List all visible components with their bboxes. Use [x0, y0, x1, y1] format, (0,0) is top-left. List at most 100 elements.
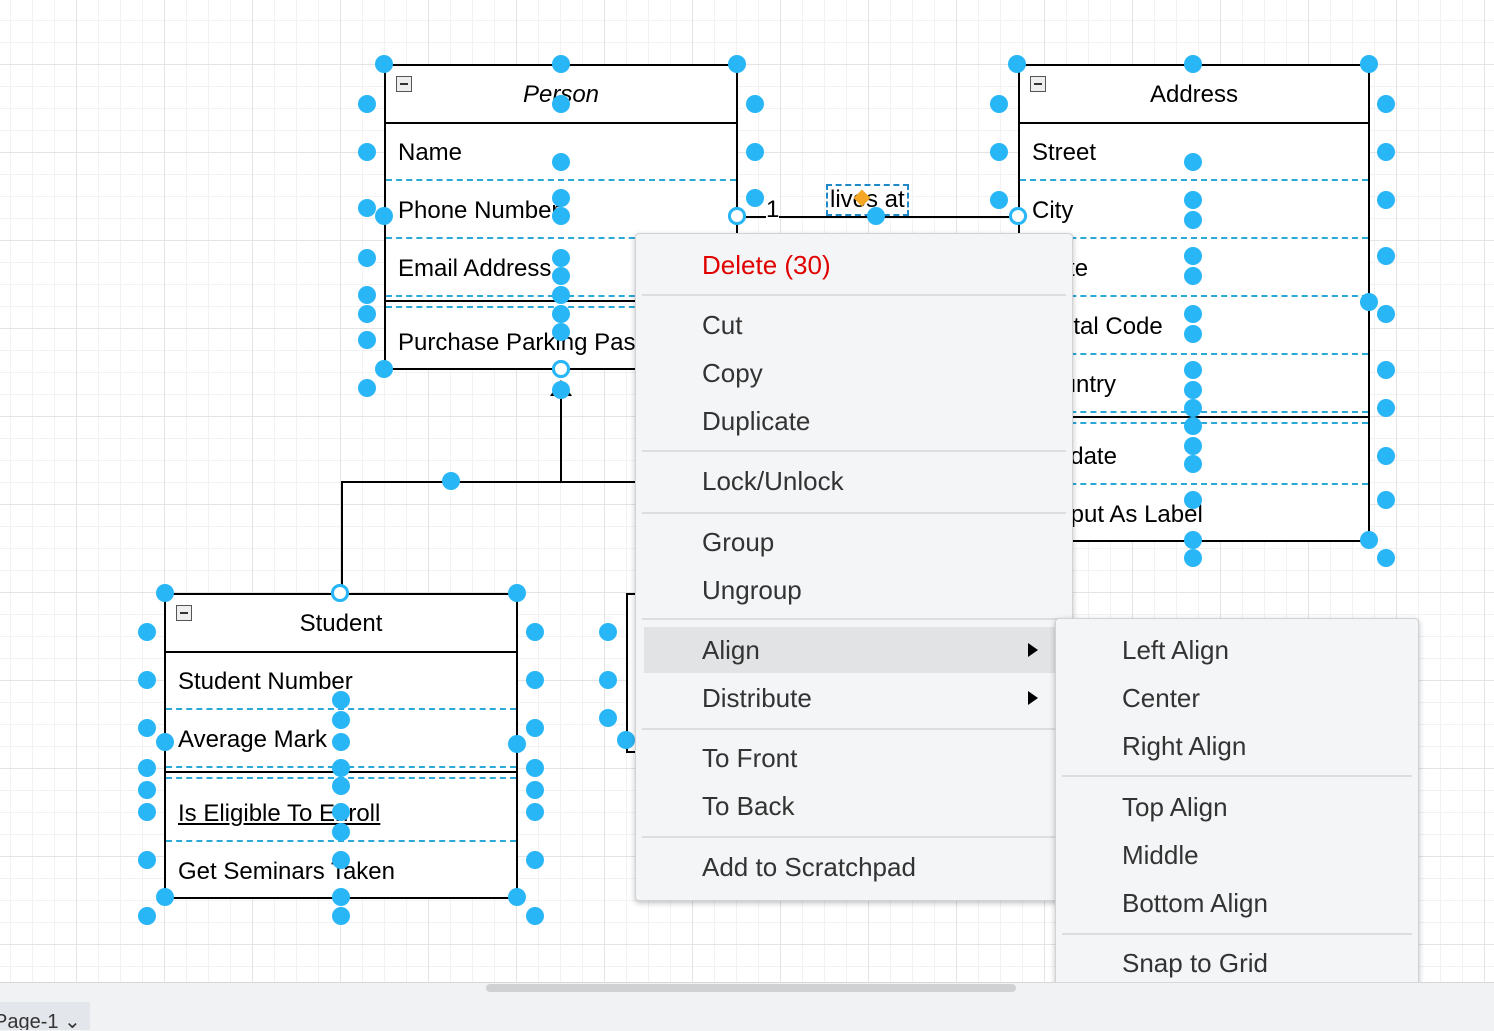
resize-handle[interactable] [375, 360, 393, 378]
resize-handle[interactable] [617, 731, 635, 749]
menu-item-align[interactable]: Align [644, 627, 1064, 673]
resize-handle[interactable] [526, 781, 544, 799]
menu-item-scratchpad[interactable]: Add to Scratchpad [702, 852, 916, 882]
resize-handle[interactable] [332, 888, 350, 906]
resize-handle[interactable] [156, 584, 174, 602]
resize-handle[interactable] [332, 733, 350, 751]
resize-handle[interactable] [1184, 491, 1202, 509]
resize-handle[interactable] [526, 907, 544, 925]
resize-handle[interactable] [599, 709, 617, 727]
menu-item-distribute[interactable]: Distribute [644, 675, 1064, 721]
resize-handle[interactable] [1008, 55, 1026, 73]
resize-handle[interactable] [332, 691, 350, 709]
resize-handle[interactable] [1360, 55, 1378, 73]
resize-handle[interactable] [1184, 153, 1202, 171]
menu-item-lock[interactable]: Lock/Unlock [702, 466, 844, 496]
horizontal-scrollbar[interactable] [486, 984, 1016, 992]
resize-handle[interactable] [332, 851, 350, 869]
resize-handle[interactable] [599, 671, 617, 689]
resize-handle[interactable] [1184, 437, 1202, 455]
resize-handle[interactable] [552, 95, 570, 113]
resize-handle[interactable] [867, 207, 885, 225]
resize-handle[interactable] [746, 189, 764, 207]
menu-item-middle[interactable]: Middle [1122, 840, 1199, 870]
resize-handle[interactable] [1184, 417, 1202, 435]
method-seminars[interactable]: Get Seminars Taken [178, 858, 395, 885]
resize-handle[interactable] [728, 55, 746, 73]
menu-item-top-align[interactable]: Top Align [1122, 792, 1228, 822]
resize-handle[interactable] [552, 207, 570, 225]
resize-handle[interactable] [138, 759, 156, 777]
resize-handle[interactable] [552, 286, 570, 304]
resize-handle[interactable] [990, 191, 1008, 209]
collapse-icon[interactable] [396, 76, 412, 92]
resize-handle[interactable] [526, 719, 544, 737]
collapse-icon[interactable] [176, 605, 192, 621]
resize-handle[interactable] [332, 711, 350, 729]
resize-handle[interactable] [138, 851, 156, 869]
menu-item-copy[interactable]: Copy [702, 358, 763, 388]
menu-item-delete[interactable]: Delete (30) [702, 250, 831, 280]
resize-handle[interactable] [746, 143, 764, 161]
resize-handle[interactable] [1377, 247, 1395, 265]
resize-handle[interactable] [1184, 455, 1202, 473]
resize-handle[interactable] [599, 623, 617, 641]
resize-handle[interactable] [552, 323, 570, 341]
resize-handle[interactable] [138, 623, 156, 641]
resize-handle[interactable] [332, 803, 350, 821]
resize-handle[interactable] [1184, 381, 1202, 399]
resize-handle[interactable] [1377, 143, 1395, 161]
resize-handle[interactable] [1184, 531, 1202, 549]
resize-handle[interactable] [1184, 305, 1202, 323]
resize-handle[interactable] [526, 759, 544, 777]
menu-item-bottom-align[interactable]: Bottom Align [1122, 888, 1268, 918]
resize-handle[interactable] [138, 671, 156, 689]
inheritance-edge-vertical[interactable] [560, 392, 562, 482]
resize-handle[interactable] [508, 735, 526, 753]
resize-handle[interactable] [552, 305, 570, 323]
resize-handle[interactable] [552, 381, 570, 399]
resize-handle[interactable] [508, 888, 526, 906]
resize-handle[interactable] [332, 907, 350, 925]
resize-handle[interactable] [332, 823, 350, 841]
attribute-name[interactable]: Name [386, 124, 736, 181]
resize-handle[interactable] [1184, 211, 1202, 229]
resize-handle[interactable] [358, 331, 376, 349]
collapse-icon[interactable] [1030, 76, 1046, 92]
connection-handle[interactable] [331, 584, 349, 602]
resize-handle[interactable] [990, 95, 1008, 113]
resize-handle[interactable] [1377, 191, 1395, 209]
resize-handle[interactable] [1360, 293, 1378, 311]
resize-handle[interactable] [1184, 361, 1202, 379]
attribute-street[interactable]: Street [1020, 124, 1368, 181]
resize-handle[interactable] [1184, 325, 1202, 343]
resize-handle[interactable] [552, 249, 570, 267]
resize-handle[interactable] [358, 143, 376, 161]
resize-handle[interactable] [375, 55, 393, 73]
resize-handle[interactable] [552, 267, 570, 285]
resize-handle[interactable] [1377, 447, 1395, 465]
resize-handle[interactable] [990, 143, 1008, 161]
resize-handle[interactable] [358, 95, 376, 113]
resize-handle[interactable] [508, 584, 526, 602]
resize-handle[interactable] [156, 888, 174, 906]
resize-handle[interactable] [138, 781, 156, 799]
resize-handle[interactable] [358, 305, 376, 323]
resize-handle[interactable] [552, 189, 570, 207]
resize-handle[interactable] [746, 95, 764, 113]
inheritance-edge-horizontal[interactable] [341, 481, 641, 483]
page-tab[interactable]: Page-1 ⌄ [0, 1002, 90, 1030]
resize-handle[interactable] [1377, 399, 1395, 417]
resize-handle[interactable] [138, 803, 156, 821]
menu-item-left-align[interactable]: Left Align [1122, 635, 1229, 665]
resize-handle[interactable] [358, 286, 376, 304]
resize-handle[interactable] [552, 55, 570, 73]
resize-handle[interactable] [358, 379, 376, 397]
resize-handle[interactable] [442, 472, 460, 490]
menu-item-snap-to-grid[interactable]: Snap to Grid [1122, 948, 1268, 978]
resize-handle[interactable] [358, 199, 376, 217]
resize-handle[interactable] [375, 207, 393, 225]
resize-handle[interactable] [138, 719, 156, 737]
menu-item-cut[interactable]: Cut [702, 310, 743, 340]
menu-item-center[interactable]: Center [1122, 683, 1201, 713]
